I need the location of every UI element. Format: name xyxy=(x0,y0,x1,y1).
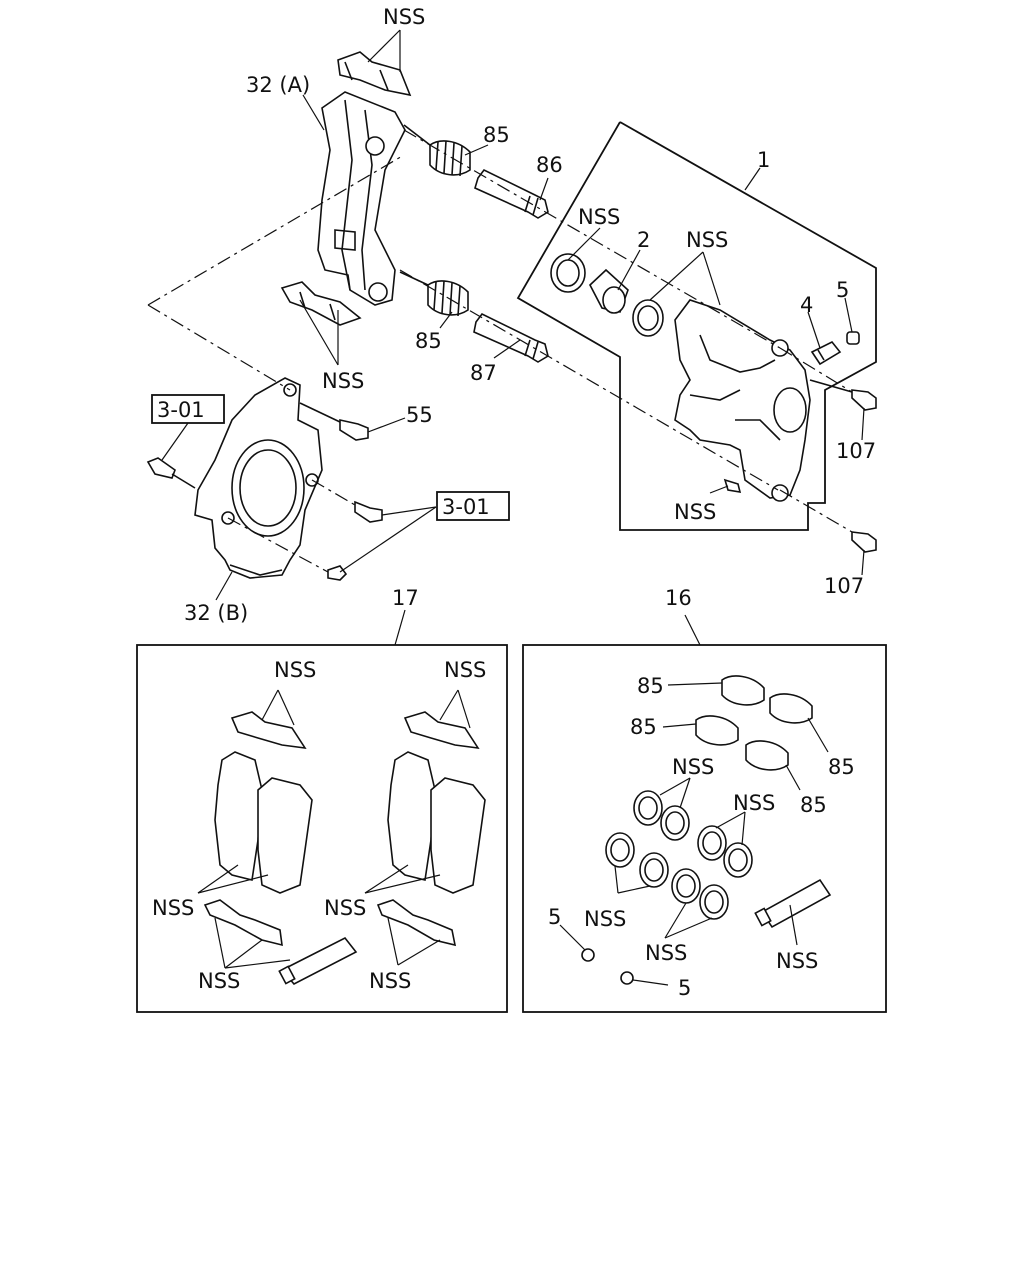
bleeder-cap-5 xyxy=(846,331,860,345)
label-85-upper: 85 xyxy=(483,123,510,147)
label-32b: 32 (B) xyxy=(184,601,248,625)
bracket-bolt-3-01-middle xyxy=(354,500,383,523)
guide-pin-86 xyxy=(474,168,549,219)
label-107-upper: 107 xyxy=(836,439,876,463)
bracket-bolt-3-01-left xyxy=(146,457,196,489)
pad-kit-17-box xyxy=(136,644,508,1013)
pin-boot-85-upper xyxy=(403,124,471,177)
label-85-16-c: 85 xyxy=(828,755,855,779)
caliper-bracket-32b xyxy=(194,377,323,579)
piston-dust-seal xyxy=(632,299,664,337)
label-55: 55 xyxy=(406,403,433,427)
caliper-bolt-107-lower xyxy=(851,531,877,553)
leader-lines-top xyxy=(161,29,865,646)
label-87: 87 xyxy=(470,361,497,385)
bracket-nut xyxy=(327,565,348,581)
label-85-lower: 85 xyxy=(415,329,442,353)
ref-box-3-01-right xyxy=(436,491,510,521)
center-lines xyxy=(147,129,853,573)
label-nss-16-ring-c: NSS xyxy=(584,907,626,931)
label-nss-17-bottom-left: NSS xyxy=(198,969,240,993)
seal-kit-16-box xyxy=(522,644,887,1013)
label-5-top: 5 xyxy=(836,278,849,302)
label-16: 16 xyxy=(665,586,692,610)
label-nss-17-pad-right: NSS xyxy=(324,896,366,920)
label-nss-16-ring-d: NSS xyxy=(645,941,687,965)
assembly-1-outline xyxy=(516,121,877,531)
caliper-body xyxy=(674,299,811,502)
label-nss-17-clip-right: NSS xyxy=(444,658,486,682)
label-1: 1 xyxy=(757,148,770,172)
label-nss-16-ring-a: NSS xyxy=(672,755,714,779)
label-4: 4 xyxy=(800,293,813,317)
label-nss-lower-clip: NSS xyxy=(322,369,364,393)
label-nss-17-pad-left: NSS xyxy=(152,896,194,920)
caliper-bracket-32a xyxy=(317,91,406,306)
label-nss-pin: NSS xyxy=(674,500,716,524)
pin-boot-85-lower xyxy=(399,271,469,317)
anti-rattle-clip-lower xyxy=(280,281,362,326)
label-ref-3-01-right: 3-01 xyxy=(442,495,490,519)
label-17: 17 xyxy=(392,586,419,610)
label-nss-boot: NSS xyxy=(686,228,728,252)
piston-2 xyxy=(589,268,629,314)
label-nss-17-clip-left: NSS xyxy=(274,658,316,682)
label-nss-16-ring-b: NSS xyxy=(733,791,775,815)
label-nss-seal: NSS xyxy=(578,205,620,229)
label-5-16-b: 5 xyxy=(678,976,691,1000)
label-nss-16-tube: NSS xyxy=(776,949,818,973)
ref-box-3-01-left xyxy=(151,394,225,424)
label-5-16-a: 5 xyxy=(548,905,561,929)
label-nss-top: NSS xyxy=(383,5,425,29)
label-85-16-d: 85 xyxy=(800,793,827,817)
label-107-lower: 107 xyxy=(824,574,864,598)
label-85-16-b: 85 xyxy=(630,715,657,739)
anti-rattle-clip-top xyxy=(337,51,412,97)
label-ref-3-01-left: 3-01 xyxy=(157,398,205,422)
label-85-16-a: 85 xyxy=(637,674,664,698)
caliper-bolt-107-upper xyxy=(809,379,877,411)
guide-pin-87 xyxy=(473,312,549,363)
pad-kit-17-contents xyxy=(197,689,486,986)
bleeder-screw-4 xyxy=(810,340,842,366)
bracket-bolt-55 xyxy=(299,402,369,441)
label-32a: 32 (A) xyxy=(246,73,310,97)
label-86: 86 xyxy=(536,153,563,177)
label-2: 2 xyxy=(637,228,650,252)
seal-kit-16-contents xyxy=(559,675,832,986)
label-nss-17-bottom-right: NSS xyxy=(369,969,411,993)
